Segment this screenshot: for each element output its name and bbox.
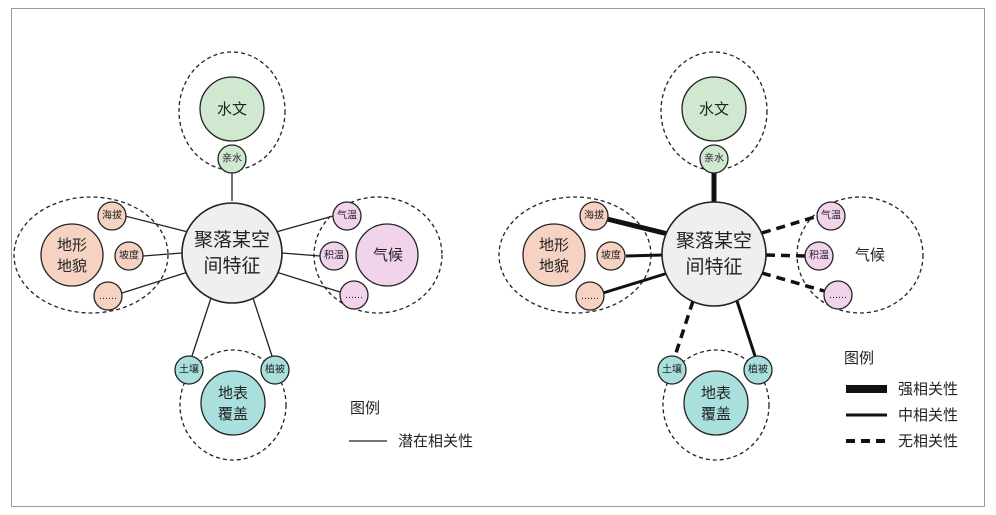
right-line-slope-medium xyxy=(625,253,664,258)
left-terrain-label-2: 地貌 xyxy=(57,257,87,275)
right-slope-label: 坡度 xyxy=(601,249,621,262)
left-temperature-label: 气温 xyxy=(337,209,357,222)
right-legend-title: 图例 xyxy=(844,349,874,367)
right-soil-node xyxy=(657,355,687,385)
left-line-slope xyxy=(142,252,183,257)
right-line-altitude-strong xyxy=(606,216,669,237)
right-line-temperature-none xyxy=(761,214,819,235)
right-line-vegetation-medium xyxy=(735,300,757,357)
right-center-node xyxy=(661,201,767,307)
right-climate-label: 气候 xyxy=(855,246,885,264)
left-cover-label-1: 地表 xyxy=(218,384,248,402)
left-slope-label: 坡度 xyxy=(119,249,139,262)
right-accum-temp-node xyxy=(804,241,834,271)
left-climate-label: 气候 xyxy=(373,246,403,264)
left-climate-more-label: …… xyxy=(345,291,363,301)
left-vegetation-label: 植被 xyxy=(265,363,285,376)
right-diagram: 水文 亲水 地形 地貌 海拔 坡度 …… 气候 气温 积温 …… 地表 覆盖 土… xyxy=(498,51,958,461)
left-legend-title: 图例 xyxy=(350,399,380,417)
right-legend-strong: 强相关性 xyxy=(898,380,958,398)
left-diagram: 水文 亲水 地形 地貌 海拔 坡度 …… 气候 气温 积温 …… 地表 覆盖 土… xyxy=(13,51,473,461)
right-temperature-label: 气温 xyxy=(821,209,841,222)
left-slope-node xyxy=(114,241,144,271)
right-accum-temp-label: 积温 xyxy=(809,250,829,262)
left-line-temperature xyxy=(275,215,334,233)
left-terrain-more-label: …… xyxy=(99,292,117,302)
left-line-climate-more xyxy=(275,271,341,293)
right-terrain-label-2: 地貌 xyxy=(539,257,569,275)
right-climate-more-node xyxy=(823,280,853,310)
left-center-label-2: 间特征 xyxy=(203,255,260,277)
left-cover-label-2: 覆盖 xyxy=(218,405,248,423)
left-vegetation-node xyxy=(260,355,290,385)
left-line-soil xyxy=(191,297,212,357)
left-waterside-node xyxy=(217,144,247,174)
left-terrain-group-outline xyxy=(13,196,169,314)
right-center-label-1: 聚落某空 xyxy=(676,230,752,252)
right-cover-label-2: 覆盖 xyxy=(701,405,731,423)
left-water-label: 水文 xyxy=(217,100,247,118)
left-waterside-label: 亲水 xyxy=(222,152,242,165)
left-altitude-label: 海拔 xyxy=(102,209,122,222)
right-vegetation-label: 植被 xyxy=(748,363,768,376)
right-center-label-2: 间特征 xyxy=(685,256,742,278)
right-cover-group-outline xyxy=(662,349,770,461)
right-water-label: 水文 xyxy=(699,100,729,118)
left-line-terrain-more xyxy=(121,271,189,294)
left-center-node xyxy=(181,202,283,304)
right-terrain-more-node xyxy=(575,281,605,311)
right-terrain-label-1: 地形 xyxy=(539,236,569,254)
left-line-accum-temp xyxy=(281,252,321,257)
left-soil-label: 土壤 xyxy=(179,363,199,376)
left-terrain-more-node xyxy=(93,281,123,311)
left-legend-item: 潜在相关性 xyxy=(398,432,473,450)
right-climate-more-label: …… xyxy=(829,291,847,301)
right-altitude-label: 海拔 xyxy=(584,209,604,222)
left-temperature-node xyxy=(332,201,362,231)
right-vegetation-node xyxy=(743,355,773,385)
left-cover-node xyxy=(200,370,266,436)
left-line-vegetation xyxy=(252,297,273,357)
right-correlation-lines xyxy=(602,173,825,357)
left-water-node xyxy=(199,76,265,142)
right-slope-node xyxy=(596,241,626,271)
right-legend-medium: 中相关性 xyxy=(898,406,958,424)
left-soil-node xyxy=(174,355,204,385)
right-temperature-node xyxy=(816,201,846,231)
left-altitude-node xyxy=(97,201,127,231)
right-soil-label: 土壤 xyxy=(662,363,682,376)
right-terrain-node xyxy=(522,223,586,287)
right-altitude-node xyxy=(579,201,609,231)
right-line-soil-none xyxy=(673,300,695,357)
left-cover-group-outline xyxy=(179,349,287,461)
left-center-label-1: 聚落某空 xyxy=(194,229,270,251)
right-cover-node xyxy=(683,370,749,436)
left-correlation-lines xyxy=(121,173,341,357)
right-waterside-label: 亲水 xyxy=(704,152,724,165)
right-cover-label-1: 地表 xyxy=(701,384,731,402)
left-climate-node xyxy=(355,223,419,287)
right-line-accum-temp-none xyxy=(765,253,807,258)
right-waterside-node xyxy=(699,144,729,174)
right-line-climate-more-none xyxy=(761,271,825,293)
left-terrain-label-1: 地形 xyxy=(57,236,87,254)
right-legend-none: 无相关性 xyxy=(898,432,958,450)
right-water-node xyxy=(681,76,747,142)
left-accum-temp-label: 积温 xyxy=(324,250,344,262)
right-line-terrain-more-medium xyxy=(602,271,669,295)
left-terrain-node xyxy=(40,223,104,287)
left-accum-temp-node xyxy=(319,241,349,271)
left-climate-more-node xyxy=(339,280,369,310)
left-line-altitude xyxy=(124,215,189,233)
right-terrain-more-label: …… xyxy=(581,292,599,302)
